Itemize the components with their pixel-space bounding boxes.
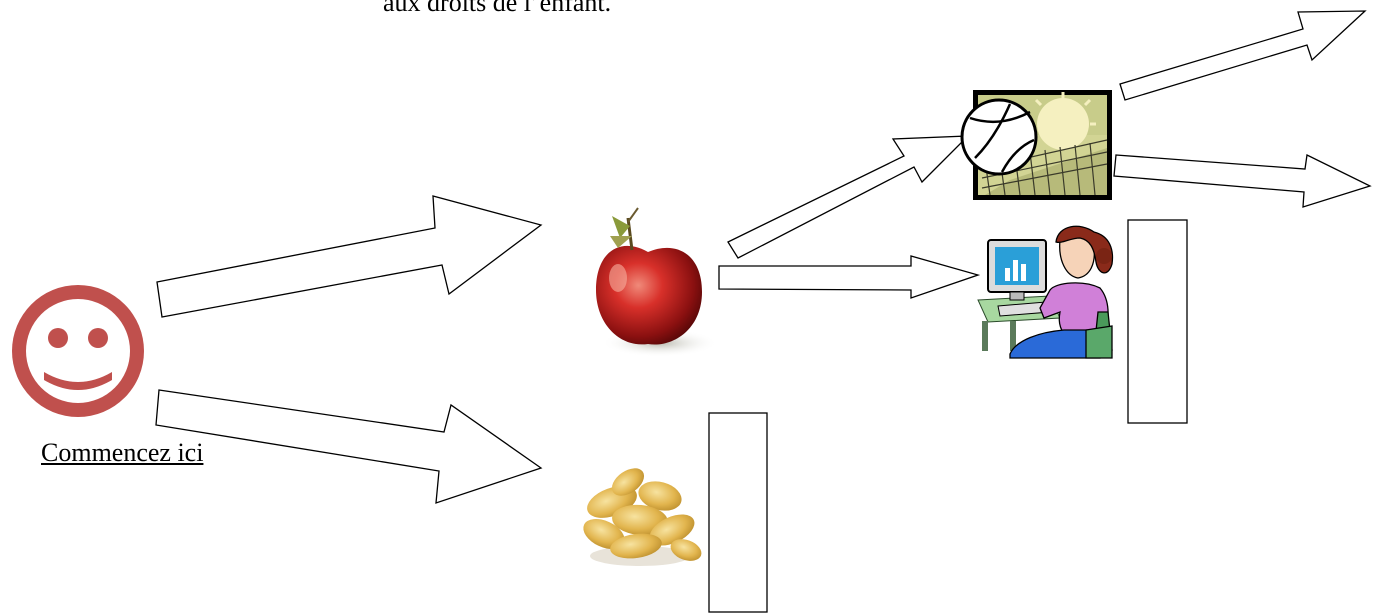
arrow-apple-to-volleyball bbox=[727, 135, 970, 259]
arrow-start-to-chips bbox=[155, 389, 543, 504]
empty-box-chips bbox=[708, 412, 768, 613]
arrow-start-to-apple bbox=[156, 195, 543, 318]
arrow-volleyball-to-top-right bbox=[1119, 10, 1367, 101]
apple-icon bbox=[596, 207, 718, 357]
empty-box-computer bbox=[1127, 219, 1188, 424]
computer-user-icon bbox=[977, 225, 1114, 359]
header-text: aux droits de l’enfant. bbox=[383, 0, 612, 17]
start-link[interactable]: Commencez ici bbox=[41, 438, 204, 467]
arrow-apple-to-computer bbox=[718, 255, 981, 299]
chips-icon bbox=[583, 468, 702, 566]
smiley-icon bbox=[12, 285, 144, 417]
volleyball-icon bbox=[960, 90, 1112, 200]
arrow-volleyball-to-right bbox=[1113, 154, 1372, 208]
